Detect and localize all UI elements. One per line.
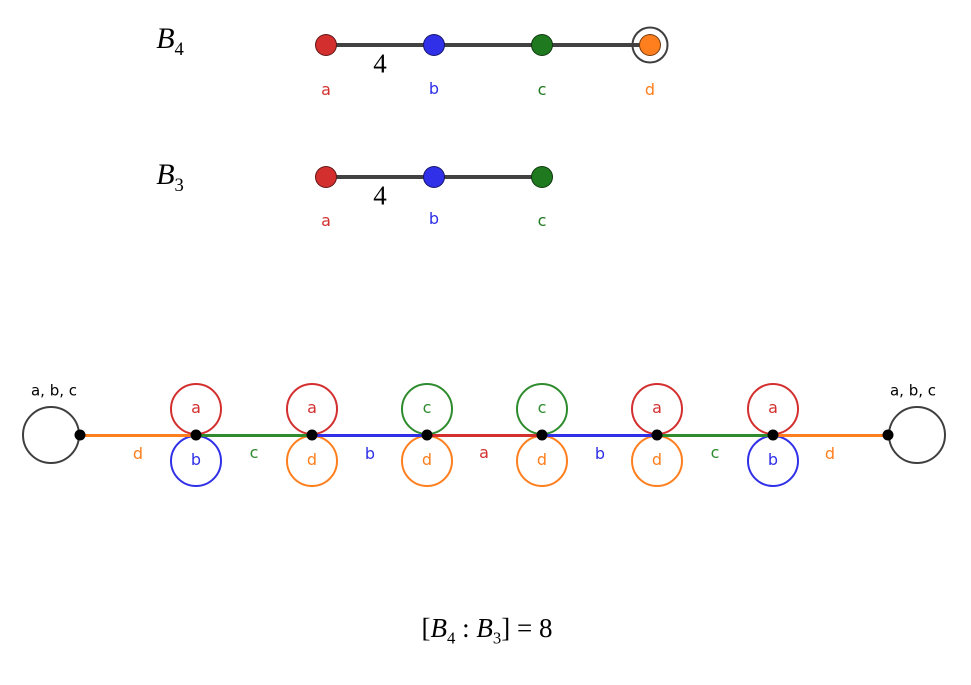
chain-vertex-2-top-letter: a	[191, 398, 201, 417]
b3-title-sub: 3	[174, 175, 184, 197]
chain-vertex-3	[306, 429, 318, 441]
b4-node-label-b: b	[428, 79, 440, 98]
formula-open: [	[421, 612, 431, 643]
chain-vertex-5-bottom-letter: d	[536, 450, 548, 469]
chain-vertex-3-bottom-letter: d	[306, 450, 318, 469]
b4-order-label: 4	[373, 48, 387, 79]
chain-vertex-7	[767, 429, 779, 441]
chain-edge-5-label: b	[594, 444, 606, 463]
formula-sub2: 3	[492, 628, 502, 648]
chain-vertex-2-bottom-letter: b	[190, 450, 202, 469]
left-end-loop-label: a, b, c	[30, 381, 78, 400]
chain-edge-4	[427, 433, 542, 437]
b4-title: B4	[156, 24, 184, 60]
formula-close: ] = 8	[501, 612, 553, 643]
chain-edge-7	[773, 433, 888, 437]
b4-node-b	[423, 34, 445, 56]
chain-vertex-4	[421, 429, 433, 441]
chain-vertex-4-top-letter: c	[422, 398, 432, 417]
formula-base2: B	[476, 612, 493, 643]
chain-edge-2-label: c	[249, 443, 259, 462]
chain-vertex-6	[651, 429, 663, 441]
b3-node-label-b: b	[428, 209, 440, 228]
chain-edge-6	[657, 433, 773, 437]
b3-node-c	[531, 166, 553, 188]
chain-vertex-6-bottom-letter: d	[651, 450, 663, 469]
chain-vertex-4-bottom-letter: d	[421, 450, 433, 469]
chain-vertex-7-top-letter: a	[768, 398, 778, 417]
b3-node-a	[315, 166, 337, 188]
b4-node-c	[531, 34, 553, 56]
formula-base1: B	[430, 612, 448, 643]
b3-node-label-a: a	[321, 211, 331, 230]
formula-separator: :	[455, 612, 477, 643]
chain-edge-1-label: d	[132, 444, 144, 463]
chain-edge-4-label: a	[479, 443, 489, 462]
chain-vertex-1	[74, 429, 86, 441]
b4-node-label-a: a	[321, 80, 331, 99]
right-end-loop-label: a, b, c	[889, 381, 937, 400]
b3-order-label: 4	[373, 180, 387, 211]
b4-node-d-ring	[631, 26, 669, 64]
formula-sub1: 4	[447, 628, 456, 648]
b4-title-sub: 4	[174, 39, 184, 61]
b4-node-label-c: c	[537, 80, 547, 99]
b3-title: B3	[156, 160, 184, 196]
b4-node-a	[315, 34, 337, 56]
b3-node-b	[423, 166, 445, 188]
chain-edge-1	[80, 433, 196, 437]
b4-edge-line	[326, 43, 650, 47]
b3-title-base: B	[156, 158, 175, 192]
chain-vertex-2	[190, 429, 202, 441]
chain-edge-7-label: d	[824, 444, 836, 463]
b4-title-base: B	[156, 22, 175, 56]
b4-node-label-d: d	[644, 80, 656, 99]
chain-vertex-5-top-letter: c	[537, 398, 547, 417]
chain-vertex-6-top-letter: a	[652, 398, 662, 417]
index-formula: [B4 : B3] = 8	[421, 612, 553, 648]
chain-edge-6-label: c	[710, 443, 720, 462]
chain-vertex-8	[882, 429, 894, 441]
chain-vertex-5	[536, 429, 548, 441]
right-end-loop	[888, 406, 946, 464]
left-end-loop	[22, 406, 80, 464]
chain-edge-2	[196, 433, 312, 437]
chain-edge-3	[312, 433, 427, 437]
chain-edge-5	[542, 433, 657, 437]
chain-vertex-3-top-letter: a	[307, 398, 317, 417]
chain-edge-3-label: b	[364, 444, 376, 463]
chain-vertex-7-bottom-letter: b	[767, 450, 779, 469]
b3-node-label-c: c	[537, 211, 547, 230]
